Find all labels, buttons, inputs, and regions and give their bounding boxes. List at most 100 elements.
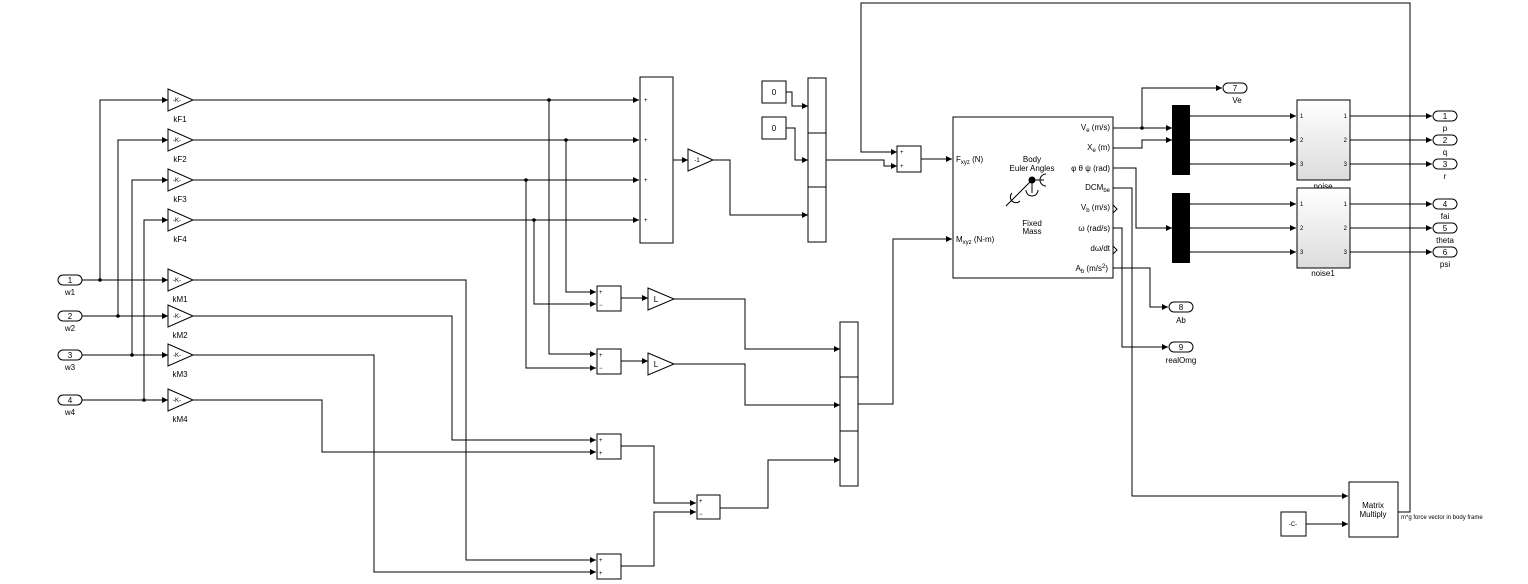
constant-0-a[interactable]: 0 [761, 80, 787, 104]
sign-plus: + [699, 499, 703, 505]
outport-number: 2 [1443, 136, 1448, 145]
sign-plus: + [599, 451, 603, 457]
outport-fai[interactable]: 4 fai [1432, 198, 1458, 221]
outport-label: psi [1440, 260, 1450, 269]
outport-theta[interactable]: 5 theta [1432, 222, 1458, 245]
inport-w1[interactable]: 1 w1 [57, 274, 83, 297]
gain-label: kM4 [172, 415, 188, 424]
sign-plus: + [599, 290, 603, 296]
sum-moment-yaw[interactable]: + − [696, 494, 721, 520]
gain-kM1[interactable]: -K- kM1 [167, 268, 195, 304]
port-number: 1 [1344, 114, 1348, 120]
sum-moment-2[interactable]: + − [596, 348, 622, 375]
branch-points [98, 98, 1144, 402]
inport-w4[interactable]: 4 w4 [57, 394, 83, 417]
block-mass-label: Fixed [1022, 219, 1042, 228]
output-xe-label: Xe (m) [1087, 143, 1110, 154]
block-subtitle: Euler Angles [1010, 164, 1055, 173]
sign-plus: + [644, 98, 648, 104]
inport-label: w1 [64, 288, 76, 297]
gain-value: -K- [173, 218, 181, 224]
port-number: 2 [1344, 226, 1348, 232]
gain-kF3[interactable]: -K- kF3 [167, 168, 195, 204]
outport-realOmg[interactable]: 9 realOmg [1166, 341, 1197, 365]
gain-kF1[interactable]: -K- kF1 [167, 88, 195, 124]
gain-value: -K- [173, 314, 181, 320]
port-number: 2 [1344, 138, 1348, 144]
gain-kM4[interactable]: -K- kM4 [167, 388, 195, 424]
block-label: Matrix [1362, 501, 1384, 510]
sum-moment-3[interactable]: + + [596, 433, 622, 460]
gain-value: -K- [173, 138, 181, 144]
six-dof-block[interactable]: Fxyz (N) Mxyz (N-m) Body Euler Angles Fi… [952, 116, 1118, 279]
sum-thrust[interactable]: + + + + [639, 76, 674, 244]
sign-minus: − [599, 303, 603, 309]
gain-kM2[interactable]: -K- kM2 [167, 304, 195, 340]
block-title: Body [1023, 155, 1041, 164]
gain-kF2[interactable]: -K- kF2 [167, 128, 195, 164]
gain-L-2[interactable]: L [647, 352, 676, 376]
sign-minus: − [699, 512, 703, 518]
noise1-subsystem[interactable]: 1 2 3 1 2 3 noise1 [1296, 187, 1351, 278]
gain-value: L [654, 295, 659, 304]
outport-p[interactable]: 1 p [1432, 110, 1458, 133]
demux-1[interactable] [1172, 105, 1190, 175]
sum-moment-4[interactable]: + + [596, 553, 622, 580]
mux-force[interactable] [807, 77, 827, 243]
matrix-multiply-block[interactable]: Matrix Multiply [1348, 481, 1399, 538]
signal-lines [82, 2, 1432, 575]
inport-w3[interactable]: 3 w3 [57, 349, 83, 372]
outport-number: 3 [1443, 160, 1448, 169]
constant-0-b[interactable]: 0 [761, 116, 787, 140]
constant-C[interactable]: -C- [1280, 511, 1307, 537]
outport-r[interactable]: 3 r [1432, 158, 1458, 181]
gain-kM3[interactable]: -K- kM3 [167, 343, 195, 379]
outport-label: r [1444, 172, 1447, 181]
gain-label: kF3 [173, 195, 187, 204]
outport-number: 6 [1443, 248, 1448, 257]
noise-subsystem[interactable]: 1 2 3 1 2 3 noise [1296, 99, 1351, 191]
outport-psi[interactable]: 6 psi [1432, 246, 1458, 269]
gain-L-1[interactable]: L [647, 287, 676, 311]
sign-minus: − [599, 366, 603, 372]
gain-negate[interactable]: -1 [687, 148, 715, 172]
gain-label: kF1 [173, 115, 187, 124]
block-mass-label: Mass [1022, 227, 1041, 236]
outport-label: fai [1441, 212, 1450, 221]
output-vb-label: Vb (m/s) [1081, 203, 1110, 214]
axes-icon [1005, 173, 1047, 207]
inport-label: w4 [64, 408, 76, 417]
outport-q[interactable]: 2 q [1432, 134, 1458, 157]
sign-plus: + [599, 353, 603, 359]
port-number: 3 [1300, 162, 1304, 168]
outport-number: 5 [1443, 224, 1448, 233]
sign-plus: + [599, 438, 603, 444]
inport-number: 3 [68, 351, 73, 360]
port-number: 1 [1344, 202, 1348, 208]
outport-label: theta [1436, 236, 1454, 245]
port-number: 3 [1344, 250, 1348, 256]
sign-plus: + [644, 218, 648, 224]
output-dcm-label: DCMbe [1085, 183, 1111, 194]
sum-moment-1[interactable]: + − [596, 285, 622, 312]
constant-value: 0 [772, 124, 777, 133]
output-ve-label: Ve (m/s) [1081, 123, 1110, 134]
outport-label: p [1443, 124, 1448, 133]
mux-moment[interactable] [839, 321, 859, 487]
outport-label: realOmg [1166, 356, 1197, 365]
port-number: 3 [1300, 250, 1304, 256]
port-number: 1 [1300, 202, 1304, 208]
demux-2[interactable] [1172, 193, 1190, 263]
inport-w2[interactable]: 2 w2 [57, 310, 83, 333]
gain-label: kM3 [172, 370, 188, 379]
outport-Ab[interactable]: 8 Ab [1168, 301, 1194, 325]
output-domega-label: dω/dt [1090, 244, 1110, 253]
outport-Ve[interactable]: 7 Ve [1222, 82, 1248, 105]
gain-kF4[interactable]: -K- kF4 [167, 208, 195, 244]
inport-label: w2 [64, 324, 76, 333]
sum-force-gravity[interactable]: + + [896, 145, 922, 173]
outport-number: 9 [1179, 343, 1184, 352]
outport-label: Ab [1176, 316, 1186, 325]
outport-number: 7 [1233, 84, 1238, 93]
gain-label: kF2 [173, 155, 187, 164]
